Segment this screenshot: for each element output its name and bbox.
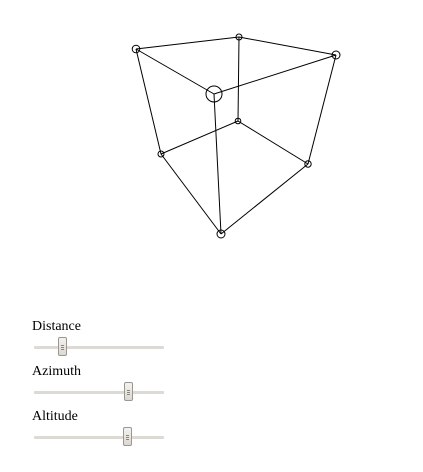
cube-edge (238, 36, 337, 56)
grip-icon (126, 392, 130, 393)
altitude-slider-thumb[interactable] (122, 427, 132, 446)
cube-viewport[interactable] (0, 0, 423, 300)
distance-label: Distance (32, 319, 81, 334)
cube-edge (135, 48, 162, 155)
cube-edge (220, 163, 309, 235)
cube-edge (213, 93, 222, 235)
cube-edge (160, 120, 239, 155)
distance-slider-thumb[interactable] (57, 337, 67, 356)
cube-vertex (234, 117, 242, 125)
cube-edge (237, 36, 240, 122)
grip-icon (126, 390, 130, 391)
cube-vertex (157, 150, 165, 158)
azimuth-label: Azimuth (32, 364, 81, 379)
cube-vertex (131, 44, 141, 54)
cube-edge (160, 153, 222, 235)
cube-vertex (216, 229, 226, 239)
cube-edge (237, 120, 309, 165)
cube-edge (213, 54, 337, 95)
cube-vertex (331, 50, 341, 60)
cube-edge (307, 54, 337, 165)
cube-vertex (304, 160, 312, 168)
cube-edge (135, 48, 215, 95)
grip-icon (125, 437, 129, 438)
azimuth-slider[interactable] (34, 382, 164, 401)
grip-icon (60, 347, 64, 348)
azimuth-slider-thumb[interactable] (123, 382, 133, 401)
grip-icon (125, 439, 129, 440)
cube-edge (135, 36, 240, 50)
altitude-label: Altitude (32, 409, 78, 424)
altitude-slider[interactable] (34, 427, 164, 446)
grip-icon (60, 349, 64, 350)
distance-slider[interactable] (34, 337, 164, 356)
grip-icon (126, 394, 130, 395)
cube-vertex (205, 85, 223, 103)
cube-vertex (235, 33, 243, 41)
grip-icon (125, 435, 129, 436)
grip-icon (60, 345, 64, 346)
